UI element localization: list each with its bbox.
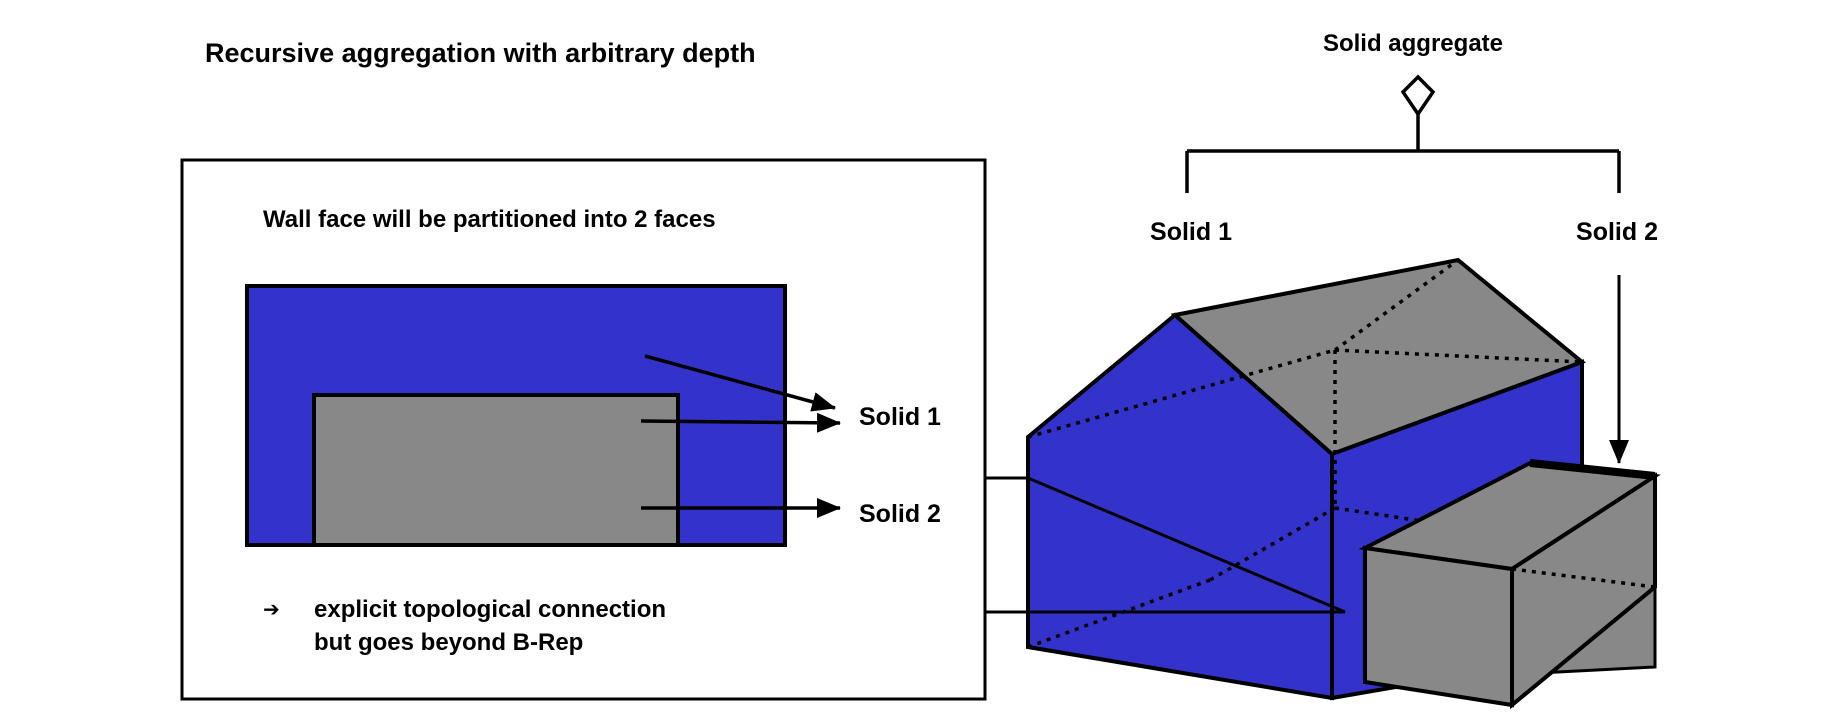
box-solid-2 (1358, 459, 1661, 710)
house-hidden-edges (1027, 258, 1583, 649)
box-hidden-edge (1511, 567, 1656, 589)
note-bullet: ➔ (263, 599, 280, 621)
inset-heading: Wall face will be partitioned into 2 fac… (263, 206, 716, 233)
note-line-2: but goes beyond B-Rep (314, 629, 583, 656)
inset-solid-2-label: Solid 2 (859, 500, 941, 528)
aggregate-label: Solid aggregate (1323, 30, 1503, 57)
note-line-1: explicit topological connection (314, 596, 666, 623)
aggregation-diamond (1400, 74, 1436, 118)
box-top-back-edge (1529, 459, 1656, 480)
tree-solid-1-label: Solid 1 (1150, 218, 1232, 246)
diagram-title: Recursive aggregation with arbitrary dep… (205, 38, 756, 68)
wall-face-gray-partition (312, 393, 680, 547)
arrow-blue-to-solid-1 (644, 354, 836, 412)
box-side-face (1510, 472, 1657, 710)
box-front-face (1363, 545, 1514, 708)
tree-solid-2-label: Solid 2 (1576, 218, 1658, 246)
inset-solid-1-label: Solid 1 (859, 403, 941, 431)
arrow-gray-to-solid-1 (640, 412, 841, 433)
house-roof (1170, 257, 1586, 457)
